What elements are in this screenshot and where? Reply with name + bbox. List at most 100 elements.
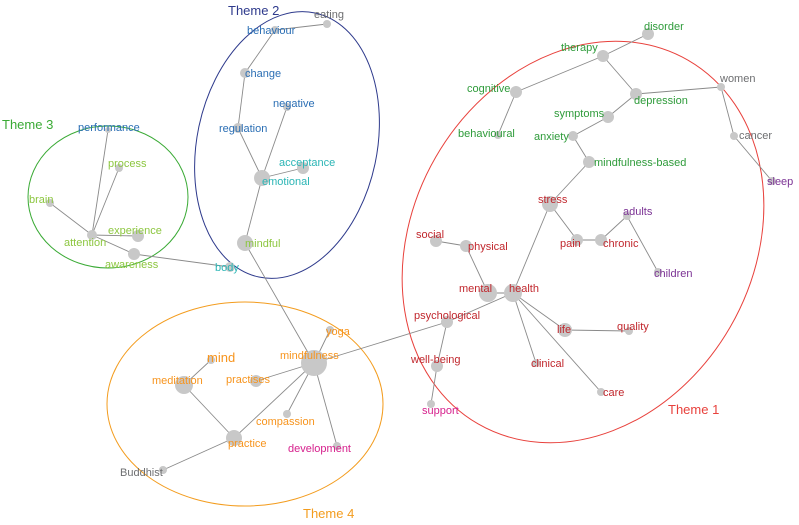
term-label-social: social xyxy=(416,229,444,241)
term-label-acceptance: acceptance xyxy=(279,157,335,169)
edge-cognitive-behavioural xyxy=(497,91,517,136)
edge-change-regulation xyxy=(237,72,246,129)
term-label-depression: depression xyxy=(634,95,688,107)
node-mindful xyxy=(237,235,253,251)
term-label-care: care xyxy=(603,387,624,399)
term-label-pain: pain xyxy=(560,238,581,250)
edge-attention-awareness xyxy=(91,234,135,255)
term-label-psychological: psychological xyxy=(414,310,480,322)
node-anxiety xyxy=(568,131,578,141)
term-label-body: body xyxy=(215,262,239,274)
node-clinical xyxy=(532,359,540,367)
term-label-quality: quality xyxy=(617,321,649,333)
theme-3-ellipse xyxy=(27,125,189,269)
edge-depression-symptoms xyxy=(607,93,637,118)
node-children xyxy=(654,268,662,276)
node-therapy xyxy=(597,50,609,62)
edge-attention-process xyxy=(91,167,120,236)
edge-attention-experience xyxy=(91,234,139,237)
node-physical xyxy=(460,240,472,252)
node-change xyxy=(240,68,250,78)
node-experience xyxy=(132,230,144,242)
theme-1-ellipse xyxy=(401,40,765,444)
term-label-adults: adults xyxy=(623,206,653,218)
node-chronic xyxy=(595,234,607,246)
theme-3-label: Theme 3 xyxy=(2,117,53,132)
term-label-mindful: mindful xyxy=(245,238,280,250)
edge-cancer-sleep xyxy=(733,135,773,182)
edge-mindful-mindfulness xyxy=(244,242,315,364)
theme-4-ellipse xyxy=(106,301,384,507)
edge-attention-brain xyxy=(49,202,93,236)
node-performance xyxy=(105,127,111,133)
node-practice xyxy=(226,430,242,446)
edge-mindfulness-practice xyxy=(233,362,315,439)
node-mindfulness xyxy=(301,350,327,376)
edge-behaviour-change xyxy=(244,29,276,74)
node-social xyxy=(430,235,442,247)
node-adults xyxy=(623,212,631,220)
edge-psychological-mindfulness xyxy=(313,321,448,364)
edge-practice-buddhist xyxy=(162,437,235,471)
term-label-behavioural: behavioural xyxy=(458,128,515,140)
node-behaviour xyxy=(271,26,279,34)
term-label-compassion: compassion xyxy=(256,416,315,428)
edge-emotional-mindful xyxy=(244,177,263,244)
node-cognitive xyxy=(510,86,522,98)
node-symptoms xyxy=(602,111,614,123)
node-women xyxy=(717,83,725,91)
term-label-mind: mind xyxy=(207,350,235,365)
edge-attention-performance xyxy=(91,129,109,236)
term-label-women: women xyxy=(719,73,755,85)
term-label-stress: stress xyxy=(538,194,568,206)
node-health xyxy=(504,284,522,302)
node-attention xyxy=(87,230,97,240)
term-label-health: health xyxy=(509,283,539,295)
term-label-cognitive: cognitive xyxy=(467,83,510,95)
edge-psychological-wellbeing xyxy=(436,321,448,367)
term-label-sleep: sleep xyxy=(767,176,793,188)
edge-depression-women xyxy=(635,86,722,95)
edge-regulation-emotional xyxy=(237,127,263,179)
term-label-behaviour: behaviour xyxy=(247,25,296,37)
theme-ellipses xyxy=(27,11,765,507)
node-pain xyxy=(571,234,583,246)
term-label-emotional: emotional xyxy=(262,176,310,188)
node-wellbeing xyxy=(431,360,443,372)
node-mindfulness_based xyxy=(583,156,595,168)
term-label-yoga: yoga xyxy=(326,326,351,338)
term-label-performance: performance xyxy=(78,122,140,134)
edge-adults-children xyxy=(626,215,659,273)
node-compassion xyxy=(283,410,291,418)
node-body xyxy=(225,262,235,272)
edge-disorder-therapy xyxy=(602,33,649,57)
node-support xyxy=(427,400,435,408)
edge-women-cancer xyxy=(720,86,735,137)
node-brain xyxy=(46,199,54,207)
edge-health-psychological xyxy=(446,292,514,323)
node-emotional xyxy=(254,170,270,186)
edge-symptoms-anxiety xyxy=(572,116,609,137)
node-process xyxy=(115,164,123,172)
term-label-development: development xyxy=(288,443,351,455)
node-disorder xyxy=(642,28,654,40)
term-label-mental: mental xyxy=(459,283,492,295)
term-label-clinical: clinical xyxy=(531,358,564,370)
edge-stress-health xyxy=(512,203,551,294)
term-label-symptoms: symptoms xyxy=(554,108,605,120)
edge-health-life xyxy=(512,292,566,331)
network-edges xyxy=(49,23,773,471)
term-label-disorder: disorder xyxy=(644,21,684,33)
term-label-awareness: awareness xyxy=(105,259,159,271)
term-label-meditation: meditation xyxy=(152,375,203,387)
node-quality xyxy=(625,327,633,335)
node-mental xyxy=(479,284,497,302)
node-psychological xyxy=(441,316,453,328)
edge-health-care xyxy=(512,292,602,393)
term-label-wellbeing: well-being xyxy=(410,354,461,366)
term-label-experience: experience xyxy=(108,225,162,237)
node-stress xyxy=(542,196,558,212)
term-label-negative: negative xyxy=(273,98,315,110)
term-label-support: support xyxy=(422,405,459,417)
